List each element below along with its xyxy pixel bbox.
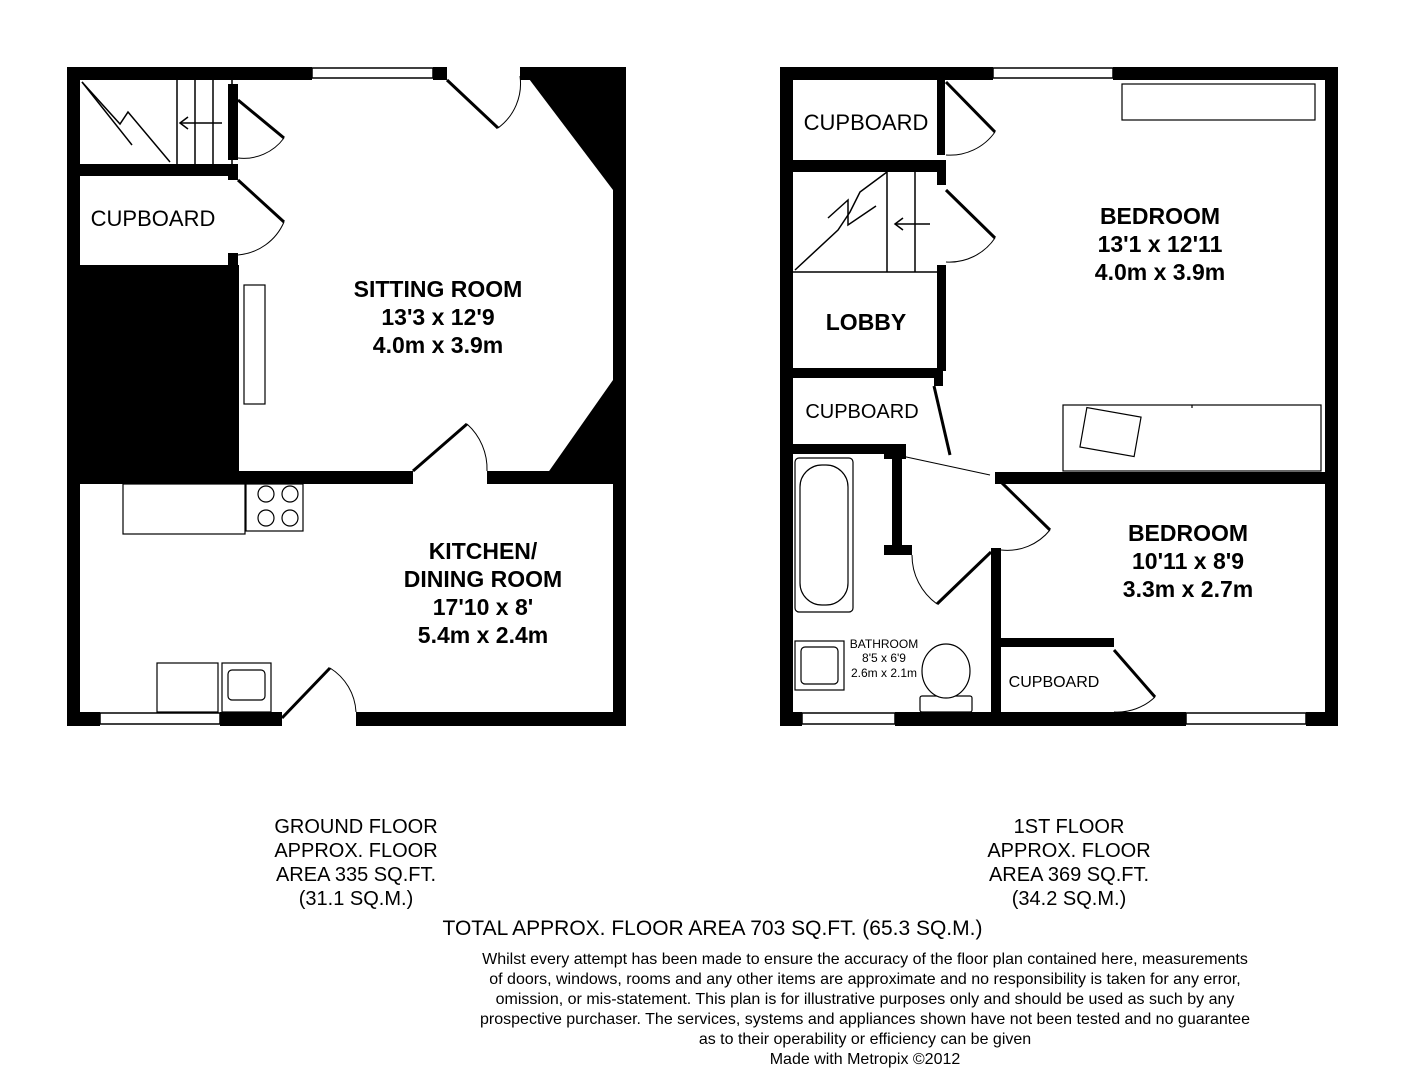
first-floor-walls — [780, 67, 1338, 726]
disclaimer-line: omission, or mis-statement. This plan is… — [495, 991, 1235, 1008]
first-floor-caption-line: 1ST FLOOR — [1013, 816, 1125, 838]
first-floor-caption-line: (34.2 SQ.M.) — [1011, 888, 1127, 910]
fireplace-hearth — [243, 284, 266, 405]
room-dim-imperial-kitchen: 17'10 x 8' — [433, 594, 533, 620]
room-name-kitchen-line1: KITCHEN/ — [429, 538, 538, 564]
ground-floor-caption-line: (31.1 SQ.M.) — [298, 888, 414, 910]
ground-floor-walls — [67, 67, 626, 726]
room-dim-metric-sitting: 4.0m x 3.9m — [373, 332, 503, 358]
wc-pan — [921, 643, 971, 699]
room-name-sitting: SITTING ROOM — [354, 276, 523, 302]
room-name-kitchen-line2: DINING ROOM — [404, 566, 562, 592]
first-floor-plan: CUPBOARD LOBBY CUPBOARD CUPBOARD BEDROOM… — [780, 67, 1338, 726]
cupboard-label: CUPBOARD — [91, 206, 216, 231]
ground-floor-plan: CUPBOARD SITTING ROOM 13'3 x 12'9 4.0m x… — [67, 67, 626, 726]
ground-floor-caption-line: GROUND FLOOR — [274, 816, 438, 838]
metropix-credit: Made with Metropix ©2012 — [769, 1051, 961, 1068]
ground-floor-fittings — [122, 284, 304, 713]
floor-plan-drawing: CUPBOARD SITTING ROOM 13'3 x 12'9 4.0m x… — [67, 67, 1338, 726]
room-dim-metric-bedroom-1: 4.0m x 3.9m — [1095, 259, 1225, 285]
room-dim-imperial-bathroom: 8'5 x 6'9 — [862, 651, 906, 665]
room-dim-imperial-sitting: 13'3 x 12'9 — [381, 304, 494, 330]
first-floor-stairs — [793, 171, 937, 273]
disclaimer-line: of doors, windows, rooms and any other i… — [489, 971, 1241, 988]
desk-chair — [1079, 406, 1142, 458]
disclaimer-line: prospective purchaser. The services, sys… — [480, 1011, 1250, 1028]
cupboard-bottom-label: CUPBOARD — [1009, 674, 1100, 691]
total-floor-area: TOTAL APPROX. FLOOR AREA 703 SQ.FT. (65.… — [442, 917, 983, 940]
first-floor-labels: CUPBOARD LOBBY CUPBOARD CUPBOARD BEDROOM… — [804, 110, 1254, 691]
room-dim-metric-bathroom: 2.6m x 2.1m — [851, 666, 917, 680]
cupboard-top-label: CUPBOARD — [804, 110, 929, 135]
first-floor-fittings — [794, 83, 1322, 713]
first-floor-windows — [801, 67, 1307, 725]
bedroom-wardrobe — [1121, 83, 1316, 121]
room-dim-metric-bedroom-2: 3.3m x 2.7m — [1123, 576, 1253, 602]
ground-floor-labels: CUPBOARD SITTING ROOM 13'3 x 12'9 4.0m x… — [91, 206, 563, 648]
ground-floor-caption: GROUND FLOOR APPROX. FLOOR AREA 335 SQ.F… — [206, 815, 506, 911]
first-floor-caption-line: APPROX. FLOOR — [987, 840, 1151, 862]
disclaimer-line: as to their operability or efficiency ca… — [698, 1031, 1032, 1048]
cupboard-mid-label: CUPBOARD — [805, 401, 918, 423]
room-dim-metric-kitchen: 5.4m x 2.4m — [418, 622, 548, 648]
lobby-label: LOBBY — [826, 309, 907, 335]
disclaimer-line: Whilst every attempt has been made to en… — [482, 951, 1248, 968]
ground-floor-windows — [99, 67, 434, 725]
kitchen-unit — [156, 662, 219, 713]
disclaimer: Whilst every attempt has been made to en… — [360, 950, 1370, 1070]
room-name-bedroom-1: BEDROOM — [1100, 203, 1220, 229]
ground-floor-caption-line: AREA 335 SQ.FT. — [275, 864, 437, 886]
kitchen-worktop — [122, 483, 246, 535]
room-dim-imperial-bedroom-2: 10'11 x 8'9 — [1132, 548, 1244, 574]
first-floor-doors — [896, 80, 1157, 713]
first-floor-caption-line: AREA 369 SQ.FT. — [988, 864, 1150, 886]
ground-floor-stairs — [81, 80, 233, 164]
room-name-bathroom: BATHROOM — [850, 637, 918, 651]
room-name-bedroom-2: BEDROOM — [1128, 520, 1248, 546]
first-floor-caption: 1ST FLOOR APPROX. FLOOR AREA 369 SQ.FT. … — [919, 815, 1219, 911]
ground-floor-caption-line: APPROX. FLOOR — [274, 840, 438, 862]
ground-floor-doors — [236, 75, 522, 720]
room-dim-imperial-bedroom-1: 13'1 x 12'11 — [1098, 231, 1223, 257]
